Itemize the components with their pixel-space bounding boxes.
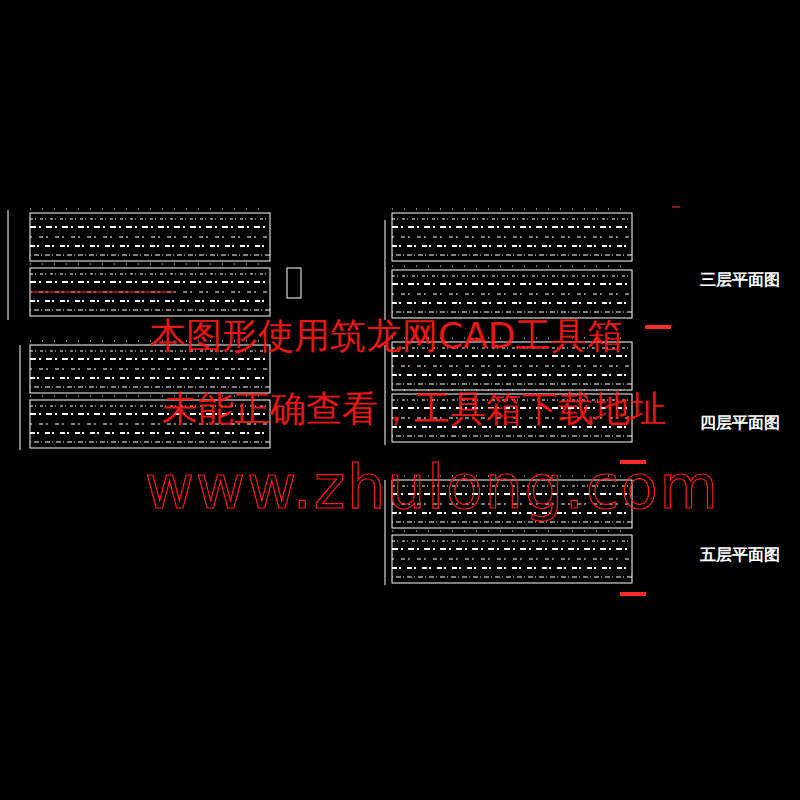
plan-title: 三层平面图 (700, 270, 780, 291)
watermark-url: www.zhulong.com (145, 452, 720, 522)
plan-title: 五层平面图 (700, 545, 780, 566)
watermark: 本图形使用筑龙网CAD工具箱 (150, 312, 623, 361)
watermark: 未能正确查看，工具箱下载地址 (162, 385, 666, 434)
plan-title: 四层平面图 (700, 413, 780, 434)
